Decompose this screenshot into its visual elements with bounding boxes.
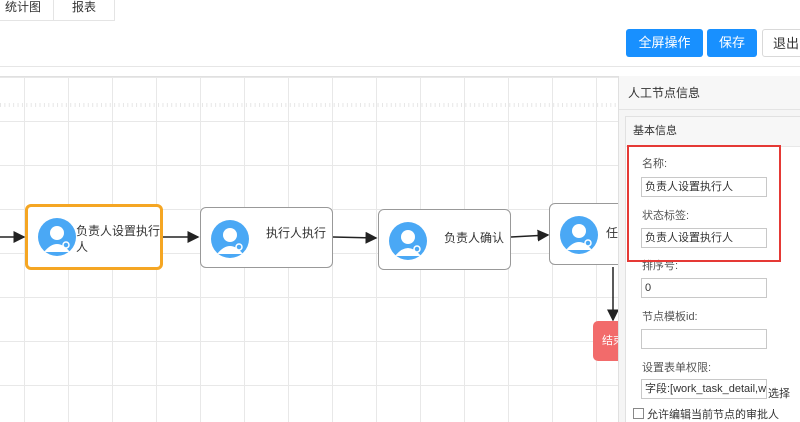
connector-3-4 [510, 229, 550, 242]
allow-edit-approver-row[interactable]: 允许编辑当前节点的审批人 [633, 406, 779, 422]
toolbar-divider [0, 66, 800, 67]
tab-chart[interactable]: 统计图 [0, 0, 54, 21]
user-avatar-icon [38, 218, 76, 256]
node-label: 负责人设置执行人 [76, 224, 161, 254]
status-input[interactable]: 负责人设置执行人 [641, 228, 767, 248]
canvas-ruler [0, 77, 618, 107]
save-button[interactable]: 保存 [707, 29, 757, 57]
node-label: 任务 [606, 226, 618, 240]
form-permission-input[interactable]: 字段:[work_task_detail,wo [641, 379, 767, 399]
flow-canvas[interactable]: 负责人设置执行人 执行人执行 负责人确认 任务 结束 [0, 76, 618, 422]
flow-node-2[interactable]: 执行人执行 [200, 207, 333, 268]
status-label: 状态标签: [642, 210, 690, 222]
connector-2-3 [332, 231, 378, 244]
template-id-label: 节点模板id: [642, 311, 698, 323]
end-node-label: 结束 [602, 335, 618, 347]
allow-edit-label: 允许编辑当前节点的审批人 [647, 409, 779, 421]
flow-connectors [0, 229, 618, 322]
flow-node-4[interactable]: 任务 [549, 203, 618, 265]
node-label: 执行人执行 [266, 226, 327, 240]
exit-button[interactable]: 退出 [762, 29, 800, 57]
section-title: 基本信息 [626, 117, 800, 147]
select-button[interactable]: 选择 [768, 388, 790, 400]
flow-end-node[interactable]: 结束 [593, 321, 618, 361]
user-avatar-icon [560, 216, 598, 254]
user-avatar-icon [389, 222, 427, 260]
node-info-panel: 人工节点信息 基本信息 名称: 负责人设置执行人 状态标签: 负责人设置执行人 … [618, 76, 800, 422]
node-label: 负责人确认 [444, 231, 505, 245]
user-avatar-icon [211, 220, 249, 258]
panel-title: 人工节点信息 [619, 76, 800, 110]
form-permission-label: 设置表单权限: [642, 362, 712, 374]
sort-label: 排序号: [642, 260, 679, 272]
fullscreen-button[interactable]: 全屏操作 [626, 29, 703, 57]
allow-edit-checkbox[interactable] [633, 408, 644, 419]
sort-input[interactable]: 0 [641, 278, 767, 298]
tab-report[interactable]: 报表 [53, 0, 115, 21]
template-id-input[interactable] [641, 329, 767, 349]
name-label: 名称: [642, 158, 668, 170]
highlight-box [627, 145, 781, 262]
basic-info-section: 基本信息 名称: 负责人设置执行人 状态标签: 负责人设置执行人 排序号: 0 … [625, 116, 800, 422]
name-input[interactable]: 负责人设置执行人 [641, 177, 767, 197]
flow-node-1[interactable]: 负责人设置执行人 [25, 204, 163, 270]
flow-node-3[interactable]: 负责人确认 [378, 209, 511, 270]
tab-bar: 统计图 报表 [0, 0, 800, 22]
